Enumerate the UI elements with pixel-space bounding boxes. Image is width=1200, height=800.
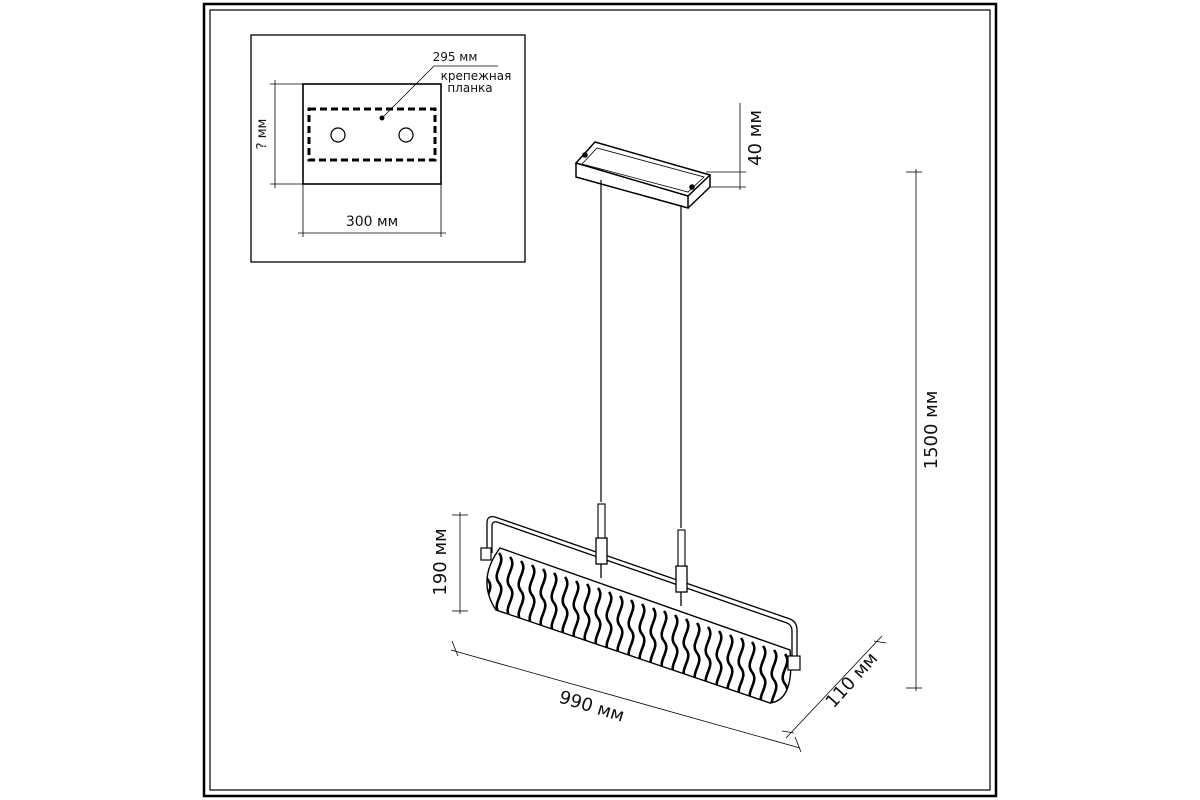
plate-width-label: 295 мм <box>433 50 478 64</box>
lamp-frame-bar <box>486 515 798 660</box>
end-cap-left <box>480 547 492 561</box>
inset-width-dimension <box>298 184 446 237</box>
mount-hole-right <box>398 127 414 143</box>
inset-width-label: 300 мм <box>346 214 398 230</box>
mounting-bracket <box>307 107 437 162</box>
total-height-label: 1500 мм <box>921 391 942 470</box>
mount-bracket-label-line1: крепежная <box>441 69 512 83</box>
inset-height-label: ? мм <box>255 119 270 150</box>
canopy-height-label: 40 мм <box>745 110 766 166</box>
mount-bracket-label-line2: планка <box>447 81 492 95</box>
end-cap-right <box>787 655 801 671</box>
length-label: 990 мм <box>556 687 626 727</box>
canopy-height-dimension <box>706 103 746 190</box>
pendant-lamp <box>480 503 801 704</box>
inset-height-dimension <box>270 80 303 188</box>
suspension-cables <box>600 180 682 528</box>
outer-frame <box>202 2 998 798</box>
depth-label: 110 мм <box>822 648 883 712</box>
ribbed-shade <box>486 548 791 703</box>
cable-holder-left <box>595 537 608 565</box>
canopy-plate <box>302 83 442 185</box>
mount-hole-left <box>330 127 346 143</box>
leader-line <box>381 65 498 119</box>
lamp-height-dimension <box>452 512 468 614</box>
cable-holder-right <box>675 565 688 593</box>
depth-dimension <box>781 635 887 739</box>
lamp-height-label: 190 мм <box>430 528 451 595</box>
total-height-dimension <box>906 169 922 691</box>
length-dimension <box>450 640 802 753</box>
ceiling-canopy <box>574 141 712 209</box>
inset-panel: 295 мм крепежная планка 300 мм ? мм <box>250 34 526 263</box>
